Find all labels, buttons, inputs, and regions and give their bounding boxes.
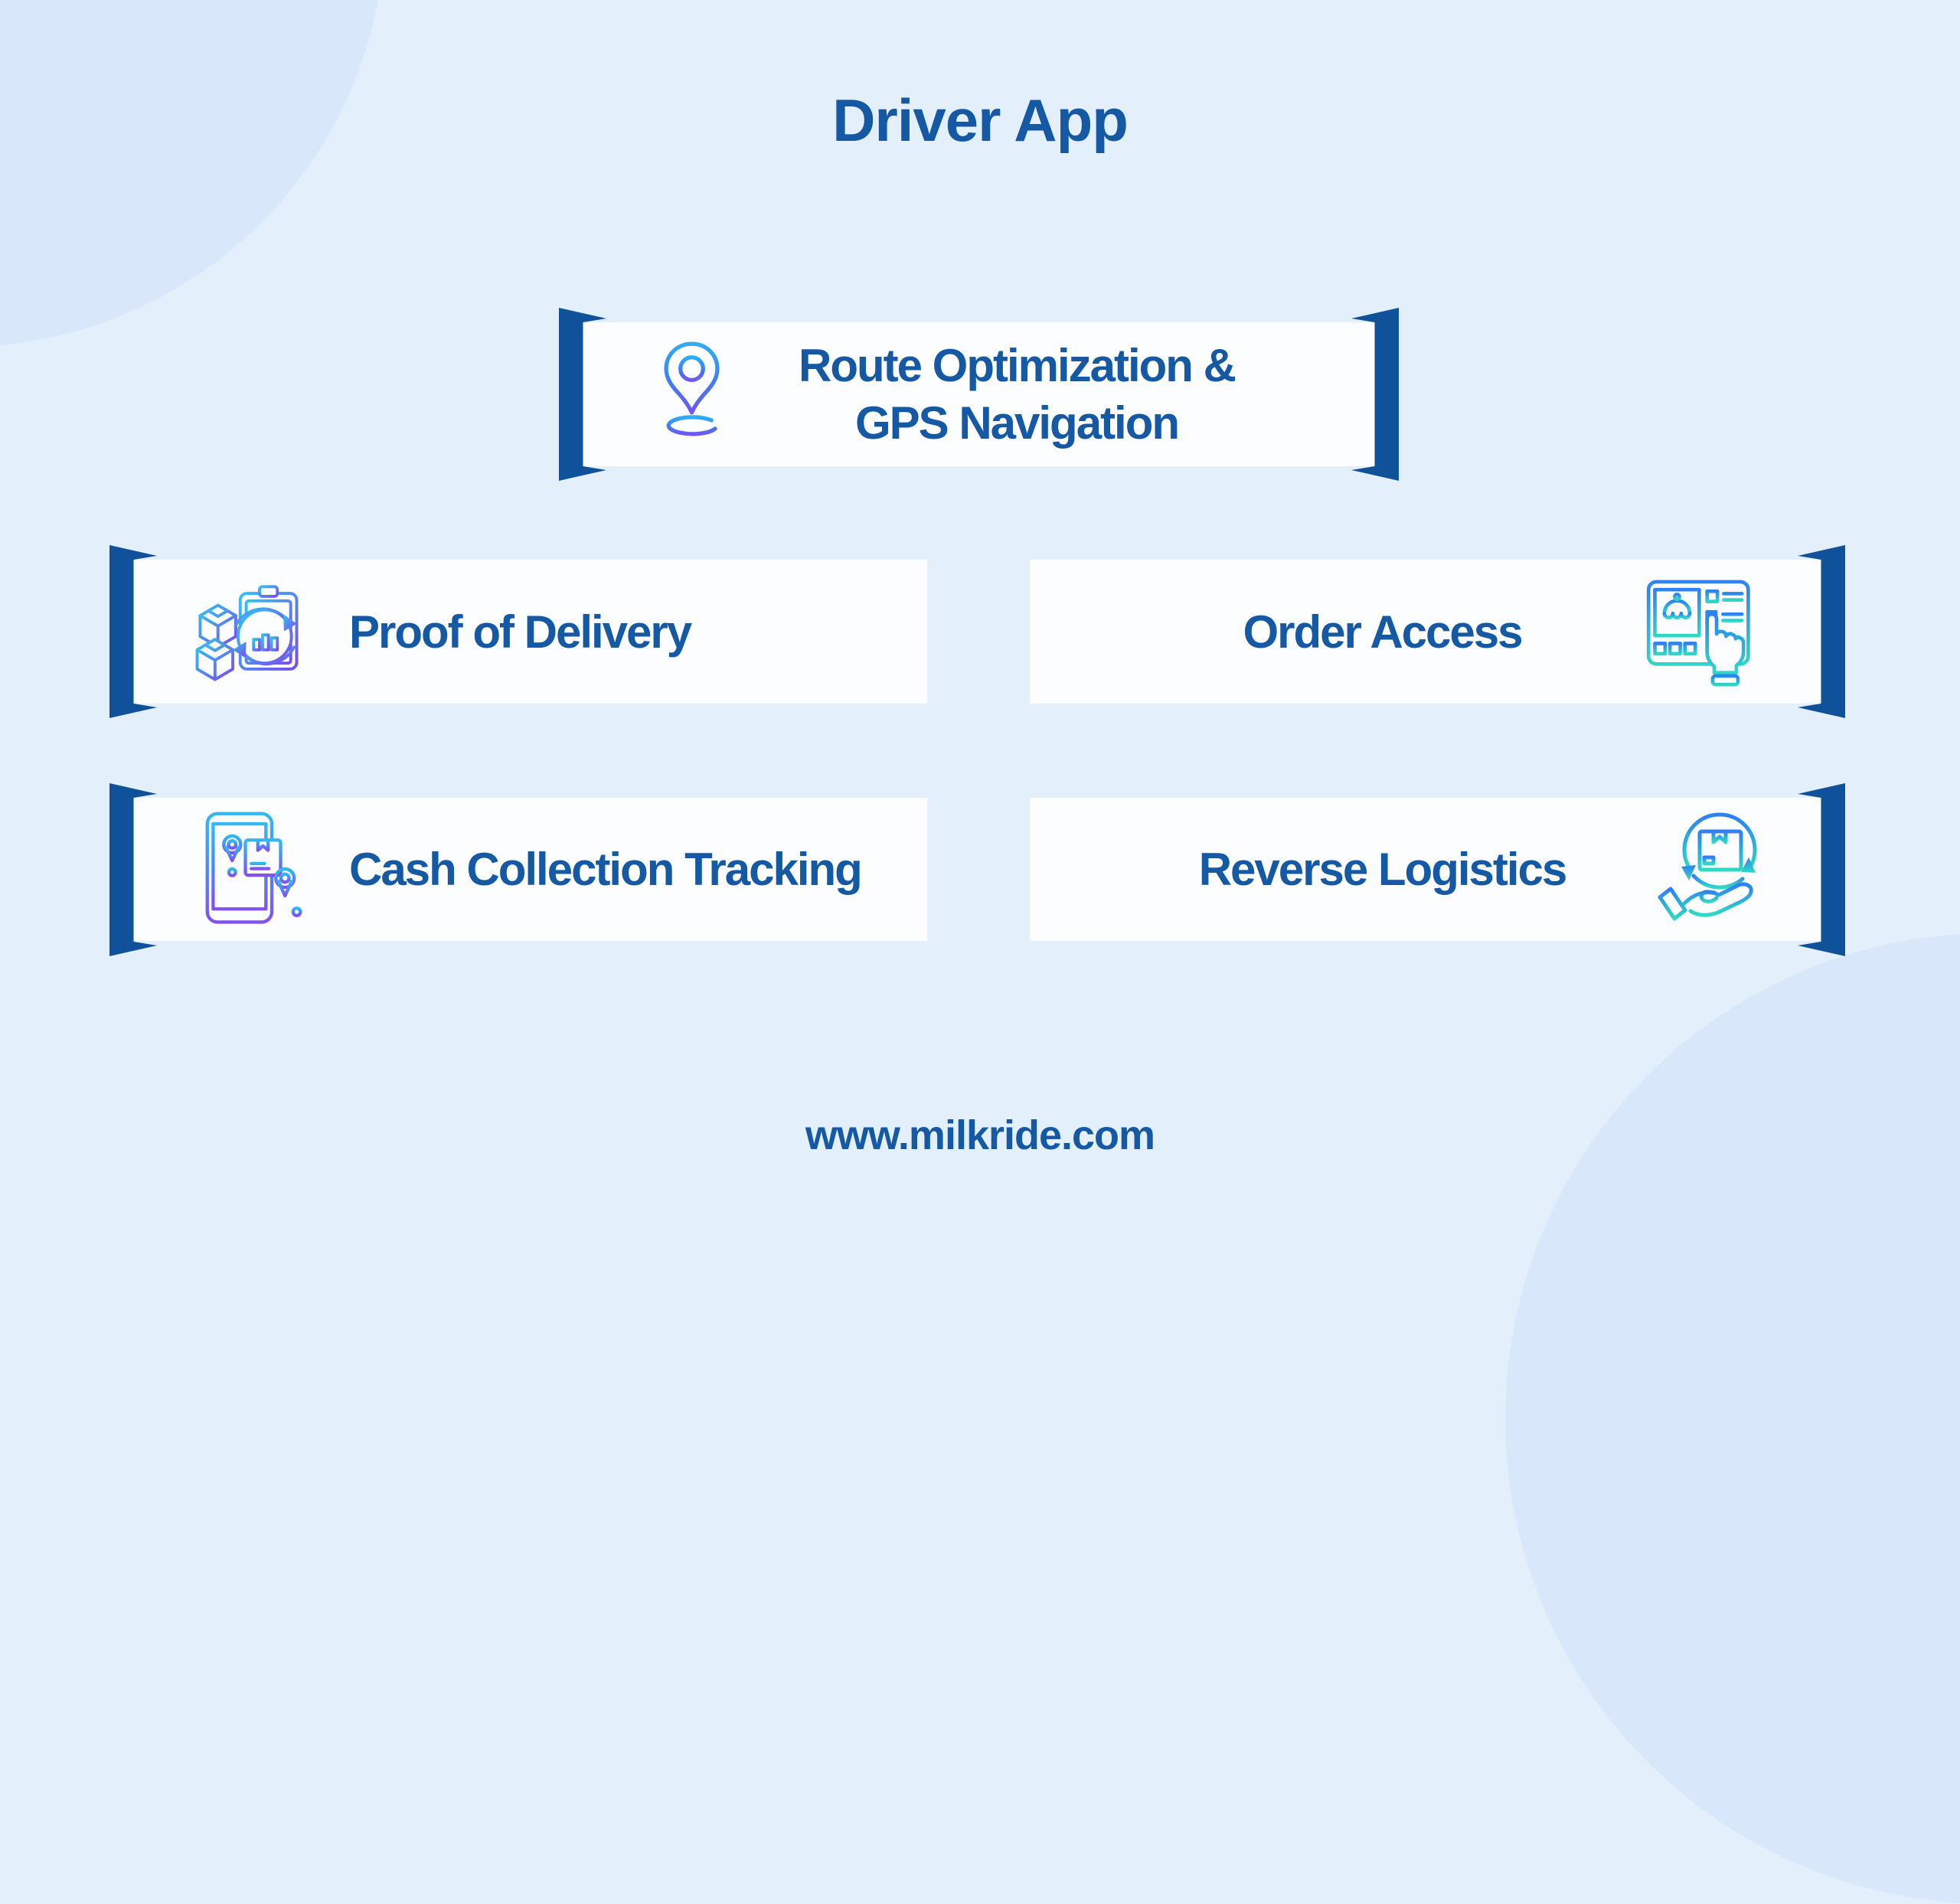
order-form-hand-icon — [1646, 580, 1750, 687]
card-bracket-right — [1797, 783, 1845, 956]
hand-package-arrows-icon — [1658, 812, 1757, 920]
decor-circle-bottom-right — [1505, 933, 1960, 1904]
card-title-line1: Route Optimization & — [799, 340, 1236, 391]
card-title-text: Order Access — [1243, 606, 1523, 658]
feature-card-order-access: Order Access — [1030, 545, 1845, 718]
card-bracket-left — [109, 783, 157, 956]
card-bracket-right — [1797, 545, 1845, 718]
card-title: Cash Collection Tracking — [349, 798, 863, 941]
card-title: Route Optimization & GPS Navigation — [799, 322, 1236, 466]
card-bracket-left — [109, 545, 157, 718]
feature-card-reverse-logistics: Reverse Logistics — [1030, 783, 1845, 956]
card-title-text: Reverse Logistics — [1198, 844, 1568, 895]
feature-card-route-optimization: Route Optimization & GPS Navigation — [558, 308, 1399, 481]
website-url: www.milkride.com — [805, 1112, 1155, 1158]
feature-card-cash-collection: Cash Collection Tracking — [109, 783, 927, 956]
map-pin-icon — [664, 341, 720, 436]
card-title-text: Cash Collection Tracking — [349, 844, 863, 895]
card-title: Reverse Logistics — [1030, 798, 1822, 941]
page-title: Driver App — [832, 87, 1129, 154]
card-title: Proof of Delivery — [349, 560, 692, 704]
card-bracket-right — [1351, 308, 1399, 481]
decor-circle-top-left — [0, 0, 385, 347]
phone-route-icon — [205, 812, 302, 924]
card-title-line2: GPS Navigation — [854, 397, 1180, 449]
card-title: Order Access — [1030, 560, 1822, 704]
card-bracket-left — [558, 308, 606, 481]
feature-card-proof-of-delivery: Proof of Delivery — [109, 545, 927, 718]
delivery-boxes-icon — [195, 585, 299, 681]
card-title-text: Proof of Delivery — [349, 606, 692, 658]
